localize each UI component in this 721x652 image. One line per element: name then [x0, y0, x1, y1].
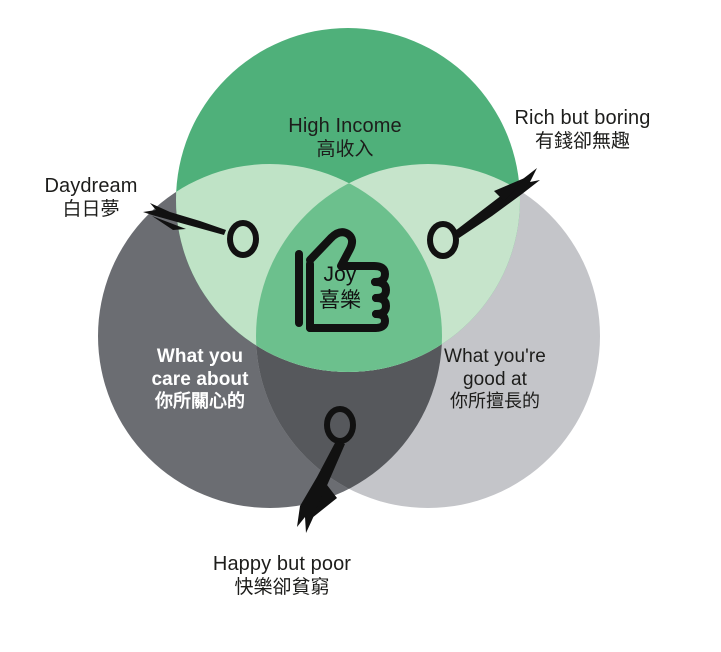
- thumbs-up-icon: [295, 228, 390, 332]
- overlap-center-triple: [256, 164, 442, 372]
- callout-arrow-happy-but-poor: [297, 441, 345, 533]
- ring-marker-rich-but-boring: [427, 221, 459, 259]
- callout-arrow-rich-but-boring: [455, 168, 540, 238]
- callout-arrow-daydream: [143, 203, 226, 235]
- ring-marker-daydream: [227, 220, 259, 258]
- ring-marker-happy-but-poor: [324, 406, 356, 444]
